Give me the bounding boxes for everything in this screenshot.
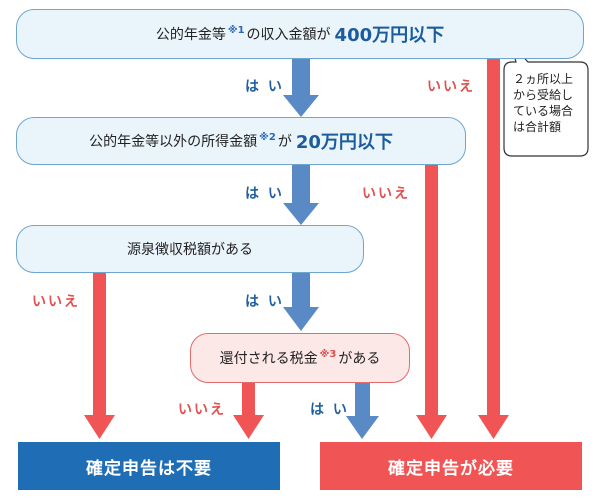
condition-1-text: 公的年金等	[155, 27, 226, 43]
condition-4-text: 還付される税金	[219, 351, 318, 367]
result-required: 確定申告が必要	[320, 442, 582, 490]
callout-line: ている場合	[513, 104, 574, 118]
note-mark-2: ※2	[259, 131, 276, 143]
condition-2-suffix: が	[277, 134, 292, 150]
condition-2-threshold: 20万円以下	[295, 132, 393, 153]
yes-arrow-1	[283, 58, 319, 117]
yes-label-1: は い	[245, 79, 284, 95]
callout-bubble	[503, 41, 589, 157]
condition-withholding-tax: 源泉徴収税額がある	[16, 225, 364, 273]
no-label-1: いいえ	[427, 79, 475, 95]
condition-other-income: 公的年金等以外の所得金額 ※2 が 20万円以下	[16, 117, 466, 165]
result-not-required: 確定申告は不要	[18, 442, 280, 490]
no-label-3: いいえ	[32, 294, 80, 310]
no-arrow-4	[233, 382, 264, 439]
condition-3-text: 源泉徴収税額がある	[127, 242, 253, 258]
no-label-4: いいえ	[178, 402, 226, 418]
no-arrow-2	[416, 164, 447, 439]
callout-note: ２ヵ所以上 から受給し ている場合 は合計額	[505, 65, 587, 141]
note-mark-1: ※1	[227, 24, 245, 36]
yes-label-3: は い	[245, 294, 284, 310]
condition-tax-refund: 還付される税金 ※3 がある	[190, 333, 410, 383]
callout-line: ２ヵ所以上	[513, 72, 574, 86]
no-label-2: いいえ	[362, 186, 410, 202]
condition-1-suffix: の収入金額が	[246, 27, 331, 43]
callout-line: は合計額	[513, 120, 562, 134]
note-mark-3: ※3	[319, 348, 337, 360]
condition-2-text: 公的年金等以外の所得金額	[89, 134, 258, 150]
yes-arrow-4	[346, 382, 379, 439]
condition-1-threshold: 400万円以下	[334, 25, 445, 46]
yes-label-4: は い	[310, 402, 349, 418]
yes-arrow-3	[283, 272, 319, 331]
condition-4-suffix: がある	[338, 351, 381, 367]
no-arrow-1	[478, 58, 509, 439]
yes-label-2: は い	[245, 186, 284, 202]
yes-arrow-2	[283, 164, 319, 225]
condition-pension-income: 公的年金等 ※1 の収入金額が 400万円以下	[16, 9, 584, 59]
no-arrow-3	[84, 272, 115, 439]
callout-line: から受給し	[513, 88, 574, 102]
